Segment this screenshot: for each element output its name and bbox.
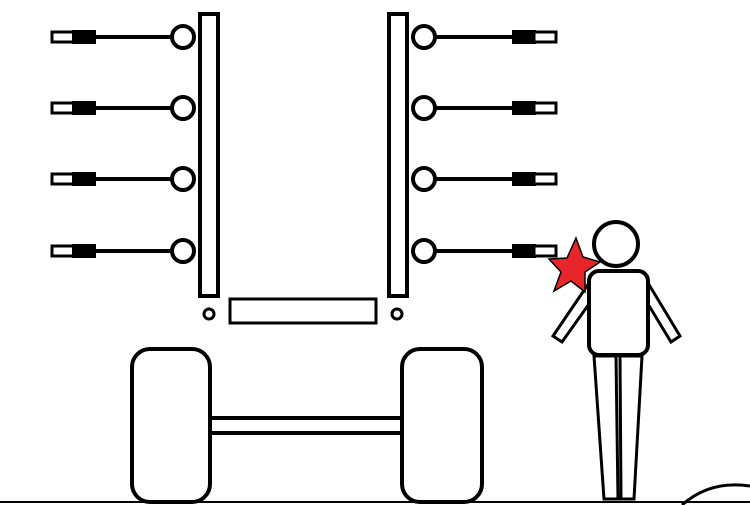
right-cable: [411, 238, 558, 264]
plug-icon: [512, 30, 536, 44]
bolt-ring: [411, 238, 437, 264]
right-cable: [411, 24, 558, 50]
plug-tip: [50, 172, 76, 186]
plug-tip: [50, 101, 76, 115]
bolt-ring: [411, 24, 437, 50]
bolt-ring: [170, 24, 196, 50]
left-cable: [50, 166, 196, 192]
person-left-arm: [550, 278, 591, 345]
right-cable-group: [411, 24, 558, 264]
right-rail: [387, 12, 409, 298]
plug-icon: [72, 101, 96, 115]
plug-tip: [532, 172, 558, 186]
right-cable: [411, 166, 558, 192]
plug-tip: [532, 101, 558, 115]
left-wheel: [130, 347, 212, 504]
bolt-ring: [411, 95, 437, 121]
left-cable: [50, 95, 196, 121]
cross-plate: [228, 297, 378, 325]
red-star-icon: [547, 236, 602, 294]
bolt-ring: [170, 166, 196, 192]
plug-icon: [512, 172, 536, 186]
left-rail: [198, 12, 220, 298]
left-cable: [50, 238, 196, 264]
plug-tip: [532, 30, 558, 44]
plug-icon: [72, 244, 96, 258]
plug-icon: [72, 30, 96, 44]
person-right-arm: [646, 277, 683, 345]
left-pivot: [202, 307, 216, 321]
left-cable-group: [50, 24, 196, 264]
right-cable: [411, 95, 558, 121]
plug-icon: [512, 101, 536, 115]
bolt-ring: [170, 238, 196, 264]
person-right-leg: [618, 354, 644, 501]
person-torso: [587, 269, 650, 357]
right-pivot: [390, 307, 404, 321]
plug-tip: [50, 244, 76, 258]
plug-tip: [50, 30, 76, 44]
person-icon: [550, 220, 683, 501]
plug-tip: [532, 244, 558, 258]
plug-icon: [72, 172, 96, 186]
bolt-ring: [411, 166, 437, 192]
right-wheel: [400, 347, 484, 504]
bolt-ring: [170, 95, 196, 121]
plug-icon: [512, 244, 536, 258]
left-cable: [50, 24, 196, 50]
ground-bump: [681, 483, 750, 505]
person-head: [592, 220, 640, 268]
person-left-leg: [592, 354, 620, 501]
